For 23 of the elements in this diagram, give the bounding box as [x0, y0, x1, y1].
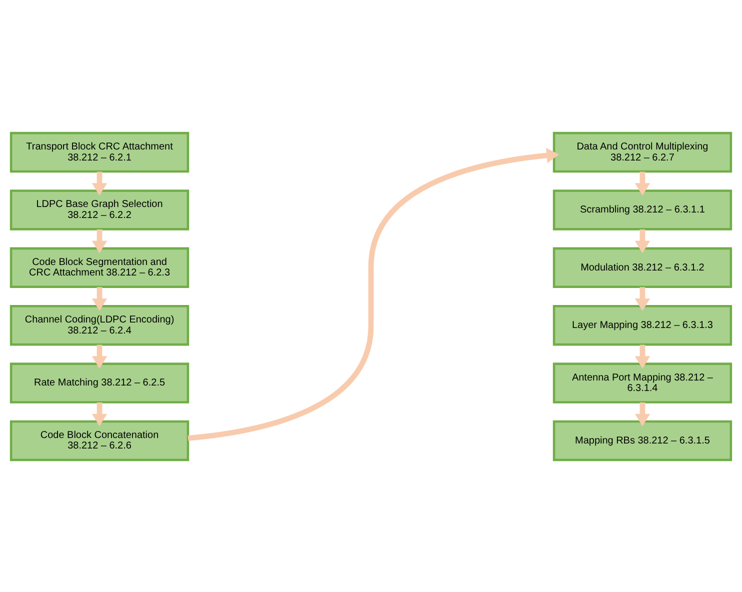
node-box: Layer Mapping 38.212 – 6.3.1.3 — [552, 304, 732, 346]
arrow — [92, 171, 108, 196]
arrow — [92, 286, 108, 310]
node-box: Antenna Port Mapping 38.212 – 6.3.1.4 — [552, 362, 732, 403]
node-box: Scrambling 38.212 – 6.3.1.1 — [552, 189, 732, 230]
arrow — [634, 286, 650, 310]
arrow — [188, 147, 560, 440]
arrow — [634, 344, 650, 368]
arrow — [634, 171, 650, 196]
arrow — [634, 228, 650, 253]
node-box: LDPC Base Graph Selection 38.212 – 6.2.2 — [10, 189, 190, 230]
node-box: Modulation 38.212 – 6.3.1.2 — [552, 246, 732, 288]
node-box: Data And Control Multiplexing 38.212 – 6.2.7 — [552, 131, 732, 172]
arrow — [634, 402, 650, 426]
node-box: Transport Block CRC Attachment 38.212 – 6.2.1 — [10, 131, 190, 172]
arrow — [92, 402, 108, 426]
arrow — [92, 344, 108, 368]
arrow — [92, 228, 108, 253]
node-box: Mapping RBs 38.212 – 6.3.1.5 — [552, 420, 732, 461]
node-box: Code Block Concatenation 38.212 – 6.2.6 — [10, 420, 190, 461]
node-box: Rate Matching 38.212 – 6.2.5 — [10, 362, 190, 403]
node-box: Channel Coding(LDPC Encoding) 38.212 – 6.2.4 — [10, 304, 190, 346]
node-box: Code Block Segmentation and CRC Attachment 38.212 – 6.2.3 — [10, 246, 190, 288]
